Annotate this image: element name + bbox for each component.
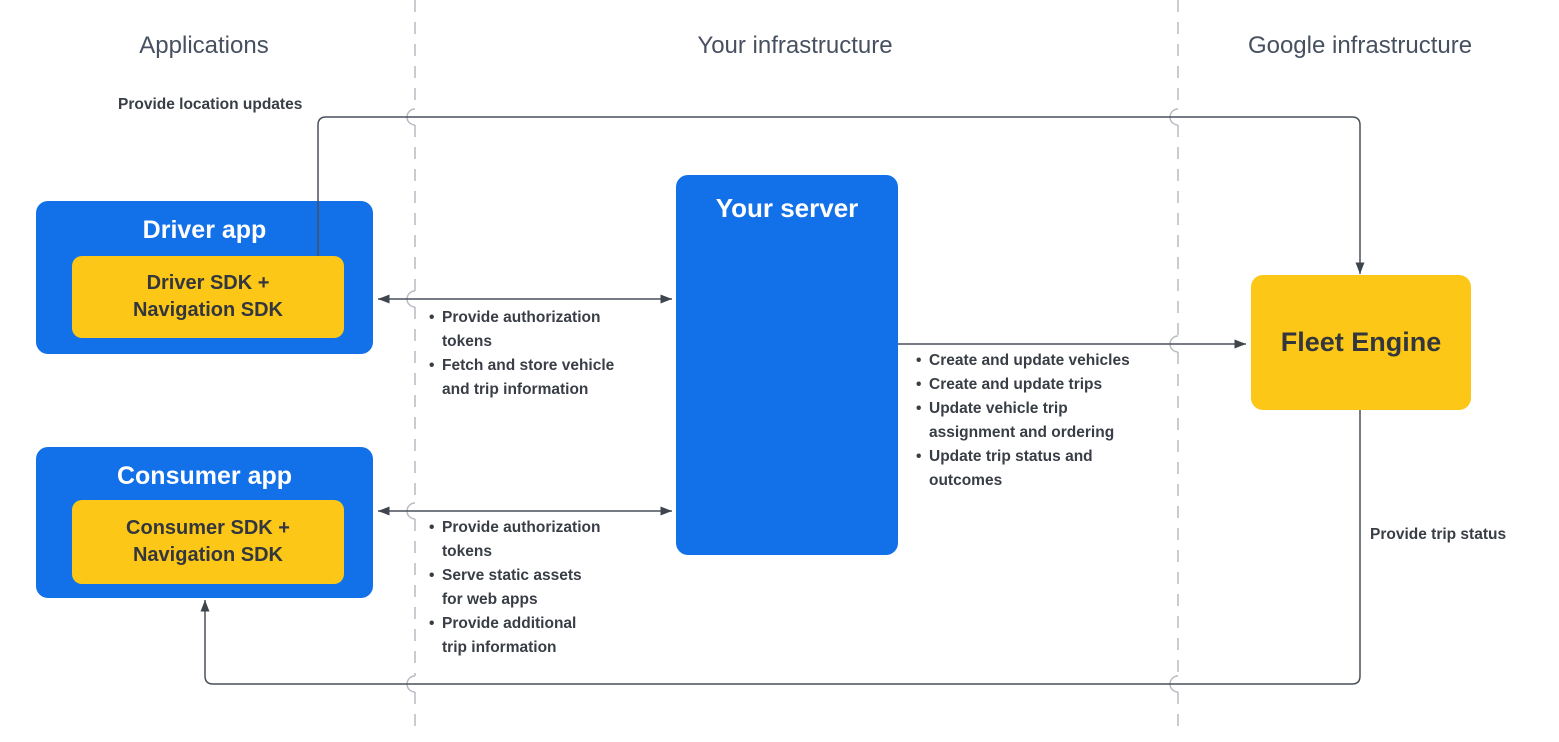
fleet-engine-title: Fleet Engine [1280, 327, 1442, 357]
line-jump-arc [406, 502, 416, 520]
driver-app-title: Driver app [142, 216, 267, 244]
bullet-item: Serve static assets for web apps [429, 564, 674, 612]
edge-label-provide-trip-status: Provide trip status [1370, 526, 1507, 543]
consumer-app-node: Consumer app Consumer SDK + Navigation S… [36, 447, 373, 598]
column-header-google-infrastructure: Google infrastructure [1247, 32, 1473, 59]
edge-bullets-server-fleet: Create and update vehiclesCreate and upd… [916, 349, 1186, 493]
driver-app-node: Driver app Driver SDK + Navigation SDK [36, 201, 373, 354]
line-jump-arc [406, 108, 416, 126]
edge-label-provide-location-updates: Provide location updates [118, 96, 303, 113]
line-jump-arc [1169, 108, 1179, 126]
bullet-item: Provide authorization tokens [429, 306, 674, 354]
line-jump-arc [406, 675, 416, 693]
bullet-item: Fetch and store vehicle and trip informa… [429, 354, 674, 402]
consumer-sdk-badge: Consumer SDK + Navigation SDK [72, 500, 344, 584]
fleet-engine-node: Fleet Engine [1251, 275, 1471, 410]
bullet-item: Create and update trips [916, 373, 1186, 397]
bullet-item: Provide authorization tokens [429, 516, 674, 564]
line-jump-arc [1169, 675, 1179, 693]
bullet-item: Update vehicle trip assignment and order… [916, 397, 1186, 445]
consumer-sdk-label: Consumer SDK + Navigation SDK [126, 517, 290, 566]
line-jump-arc [406, 290, 416, 308]
your-server-title: Your server [715, 193, 859, 223]
your-server-node: Your server [676, 175, 898, 555]
bullet-item: Create and update vehicles [916, 349, 1186, 373]
column-header-applications: Applications [139, 32, 269, 59]
column-header-your-infrastructure: Your infrastructure [697, 32, 893, 59]
bullet-item: Update trip status and outcomes [916, 445, 1186, 493]
consumer-app-title: Consumer app [116, 462, 293, 490]
driver-sdk-badge: Driver SDK + Navigation SDK [72, 256, 344, 338]
bullet-item: Provide additional trip information [429, 612, 674, 660]
edge-bullets-driver-server: Provide authorization tokensFetch and st… [429, 306, 674, 402]
lane-divider-applications [406, 0, 416, 728]
edge-bullets-consumer-server: Provide authorization tokensServe static… [429, 516, 674, 660]
driver-sdk-label: Driver SDK + Navigation SDK [132, 272, 284, 321]
